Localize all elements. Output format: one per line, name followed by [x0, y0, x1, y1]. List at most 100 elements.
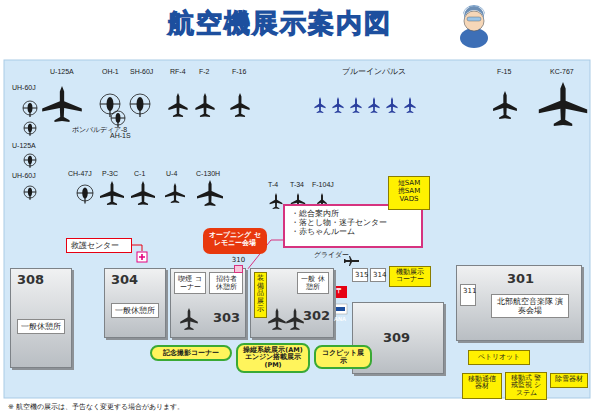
node-text: 招待者 休憩所 — [212, 275, 240, 291]
room-marker-square — [234, 265, 243, 273]
aircraft-name: OH-1 — [102, 68, 119, 76]
pilot-visor — [467, 17, 481, 21]
jet-silhouette — [270, 193, 283, 209]
node-text: 移動通信 器材 — [465, 376, 499, 391]
node-text: 一般 休憩所 — [300, 275, 326, 291]
aircraft-icon — [23, 101, 37, 117]
place-label: ANA — [334, 316, 346, 322]
jet-silhouette — [180, 308, 198, 330]
aircraft-name: AH-1S — [110, 132, 131, 140]
aircraft-name: SH-60J — [130, 68, 153, 76]
jet-silhouette — [100, 181, 124, 205]
building: 喫煙 コーナー招待者 休憩所 303 — [170, 268, 246, 338]
aircraft-name: RF-4 — [170, 68, 186, 76]
aircraft-name: CH-47J — [68, 170, 92, 178]
heli-rotor — [111, 111, 125, 125]
heli-tail — [139, 109, 140, 117]
aircraft-icon — [165, 183, 185, 203]
aircraft-icon — [368, 97, 379, 113]
exhibit-box: 装備品展示 — [254, 272, 267, 318]
node-text: 311 — [463, 287, 473, 295]
building-number: 302 — [303, 309, 330, 324]
node-text: 救護センター — [71, 241, 127, 250]
node-text: 機動展示 コーナー — [392, 269, 428, 284]
jet-silhouette — [539, 82, 587, 126]
jet-silhouette — [314, 97, 325, 113]
node-text: 短SAM — [391, 179, 427, 187]
heli-blade — [24, 128, 36, 129]
vendor-logo-mark — [335, 307, 345, 311]
jet-silhouette — [493, 91, 517, 119]
heli-tail — [29, 131, 30, 136]
jet-silhouette — [165, 183, 185, 203]
map-title: 航空機展示案内図 — [120, 6, 440, 41]
exhibit-box: ペトリオット — [468, 350, 530, 365]
info-box: ・総合案内所・落とし物・迷子センター・赤ちゃんルーム — [283, 204, 423, 248]
heli-blade — [100, 104, 120, 105]
node-text: ・赤ちゃんルーム — [291, 227, 415, 236]
jet-silhouette — [230, 93, 249, 117]
small-building: 311 — [460, 284, 476, 306]
node-text: オープニング セレモニー会場 — [207, 231, 263, 247]
node-text: 携SAM — [391, 187, 427, 195]
aircraft-icon — [130, 94, 150, 117]
callout-box: 操縦系統展示(AM)エンジン搭載展示(PM) — [236, 343, 310, 373]
heli-blade — [130, 104, 150, 105]
building: 311301北部航空音楽隊 演奏会場 — [456, 265, 582, 341]
aircraft-name: U-4 — [166, 170, 177, 178]
aircraft-icon — [195, 93, 214, 117]
aircraft-name: T-4 — [268, 181, 278, 189]
room-box: 喫煙 コーナー — [174, 272, 206, 294]
node-text: ペトリオット — [471, 353, 527, 361]
aircraft-name: F-15 — [497, 68, 511, 76]
building-number: 303 — [213, 311, 240, 326]
aircraft-name: C-130H — [196, 170, 220, 178]
aircraft-icon — [332, 97, 343, 113]
node-text: 314 — [373, 271, 383, 279]
place-label: 〒 — [336, 287, 343, 295]
heli-rotor — [130, 94, 150, 114]
heli-tail — [29, 112, 30, 118]
node-text: 装備品展示 — [257, 275, 264, 313]
aircraft-name: UH-60J — [12, 172, 36, 180]
jet-silhouette — [404, 97, 415, 113]
place-label: グライダー — [314, 251, 349, 259]
heli-rotor — [23, 101, 37, 115]
node-text: 一般休憩所 — [17, 319, 65, 334]
callout-box: コクピット展示 — [314, 345, 372, 369]
heli-rotor — [24, 154, 36, 166]
aircraft-icon — [386, 97, 397, 113]
aircraft-icon — [24, 154, 36, 168]
aircraft-icon — [100, 181, 124, 205]
aircraft-name: F-2 — [199, 68, 210, 76]
aircraft-icon — [24, 186, 36, 200]
heli-rotor — [24, 186, 36, 198]
post-logo — [333, 286, 347, 298]
room-box: 招待者 休憩所 — [209, 272, 243, 294]
heli-rotor — [24, 122, 36, 134]
callout-box: 記念撮影コーナー — [150, 345, 232, 361]
jet-silhouette — [368, 97, 379, 113]
building-number: 304 — [111, 273, 138, 288]
aircraft-icon — [493, 91, 517, 119]
room-box: 一般 休憩所 — [297, 272, 329, 294]
vendor-logo — [333, 304, 347, 314]
building: 308 一般休憩所 — [10, 268, 72, 368]
heli-blade — [23, 108, 37, 109]
aircraft-icon — [314, 97, 325, 113]
pilot-face — [464, 11, 484, 31]
heli-tail — [109, 109, 110, 117]
aircraft-name: F-104J — [312, 181, 334, 189]
node-text: ・落とし物・迷子センター — [291, 218, 415, 227]
exhibit-box: 除雪器材 — [550, 373, 588, 388]
aircraft-icon — [197, 180, 223, 206]
jet-silhouette — [332, 97, 343, 113]
node-text: 操縦系統展示(AM) — [242, 347, 304, 354]
jet-silhouette — [350, 97, 361, 113]
building-number: 308 — [17, 273, 44, 288]
building-number: 301 — [507, 272, 534, 287]
heli-tail — [29, 195, 30, 200]
aircraft-icon — [111, 111, 125, 127]
node-text: 除雪器材 — [553, 376, 585, 383]
